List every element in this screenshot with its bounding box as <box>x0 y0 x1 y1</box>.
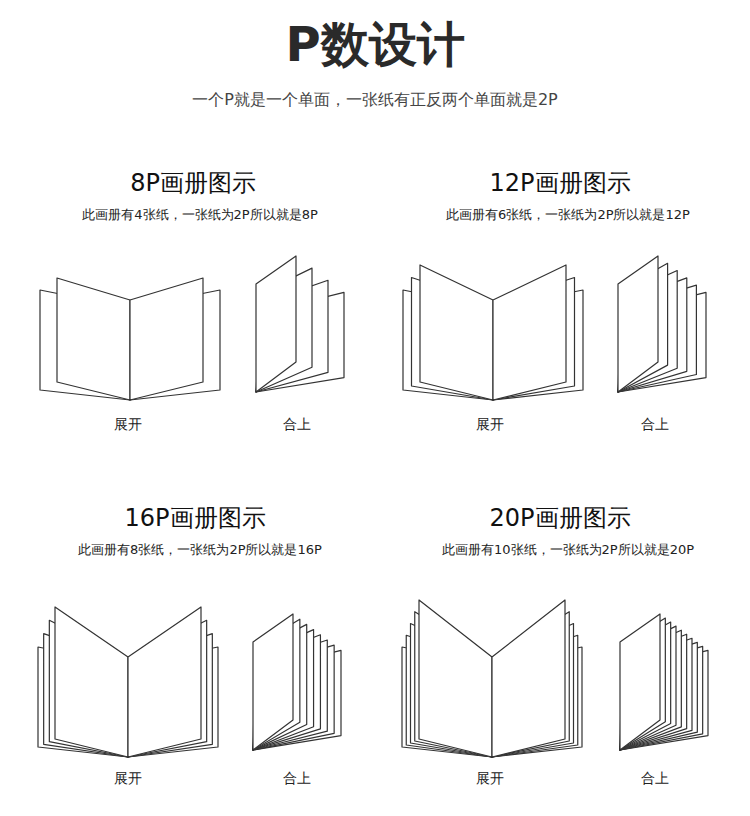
closed-book <box>618 256 706 392</box>
panel-note: 此画册有4张纸，一张纸为2P所以就是8P <box>82 207 318 223</box>
closed-book <box>620 614 708 750</box>
page-sheet <box>618 256 658 392</box>
page-sheet <box>253 614 293 750</box>
open-book <box>403 265 583 400</box>
open-book <box>40 278 220 400</box>
view-label: 展开 <box>476 770 504 787</box>
open-book <box>38 607 218 757</box>
view-label: 合上 <box>283 770 311 787</box>
panel-note: 此画册有8张纸，一张纸为2P所以就是16P <box>78 542 322 558</box>
view-label: 合上 <box>641 770 669 787</box>
panel-heading: 20P画册图示 <box>489 504 630 533</box>
page-sheet <box>620 614 660 750</box>
panel-heading: 16P画册图示 <box>124 504 265 533</box>
view-label: 合上 <box>641 416 669 433</box>
page-sheet <box>419 600 492 757</box>
view-label: 展开 <box>114 416 142 433</box>
page-sheet <box>420 265 493 400</box>
page-sheet <box>493 265 566 400</box>
view-label: 合上 <box>283 416 311 433</box>
subtitle: 一个P就是一个单面，一张纸有正反两个单面就是2P <box>192 90 557 109</box>
open-book <box>402 600 582 757</box>
panel-note: 此画册有6张纸，一张纸为2P所以就是12P <box>446 207 690 223</box>
panel-heading: 8P画册图示 <box>130 169 256 198</box>
closed-book <box>253 614 341 750</box>
page-sheet <box>492 600 565 757</box>
page-sheet <box>57 278 130 400</box>
page-sheet <box>55 607 128 757</box>
view-label: 展开 <box>476 416 504 433</box>
page-sheet <box>256 256 296 392</box>
view-label: 展开 <box>114 770 142 787</box>
page-title: P数设计 <box>285 16 464 74</box>
panel-heading: 12P画册图示 <box>489 169 630 198</box>
panel-note: 此画册有10张纸，一张纸为2P所以就是20P <box>442 542 694 558</box>
page-sheet <box>128 607 201 757</box>
closed-book <box>256 256 344 392</box>
page-sheet <box>130 278 203 400</box>
